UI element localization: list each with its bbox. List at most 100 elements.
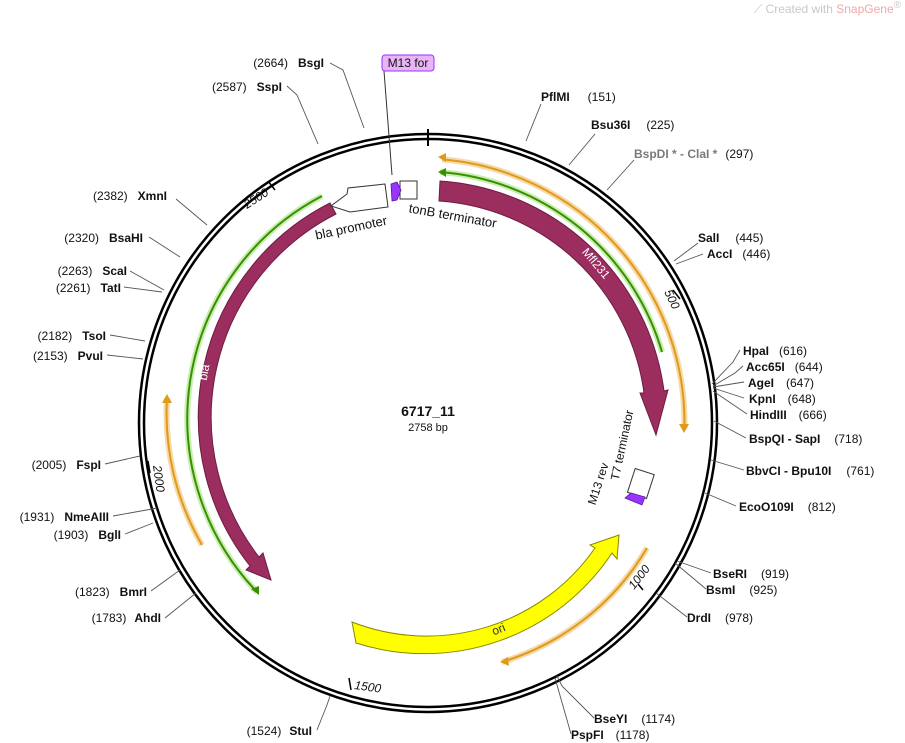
tick-mark-line xyxy=(267,180,276,191)
site-leader xyxy=(712,365,744,387)
site-label-bspqi-sapi: BspQI - SapI(718) xyxy=(749,432,862,446)
watermark-brand: SnapGene xyxy=(836,2,894,16)
site-leader xyxy=(106,354,144,360)
plasmid-length: 2758 bp xyxy=(408,422,448,434)
feature-bla-promoter xyxy=(329,183,389,213)
site-label-stui: (1524)StuI xyxy=(247,724,312,738)
orf-arrowhead xyxy=(500,657,509,666)
site-label-sspi: (2587)SspI xyxy=(212,80,282,94)
site-leaders xyxy=(104,62,748,735)
tick-marks: 500 1000 1500 2000 2500 xyxy=(147,180,683,696)
site-label-bsgi: (2664)BsgI xyxy=(253,56,324,70)
watermark-icon: ⟋ xyxy=(753,2,763,16)
site-leader xyxy=(655,592,688,618)
site-label-tati: (2261)TatI xyxy=(56,281,121,295)
site-label-bseyi: BseYI(1174) xyxy=(594,712,675,726)
site-leader xyxy=(316,695,331,731)
orf-mfl231-orange-line xyxy=(442,158,686,429)
tick-mark-line xyxy=(672,289,681,300)
site-labels: PflMI(151) Bsu36I(225) BspDI * - ClaI *(… xyxy=(20,56,875,742)
orf-arrowhead xyxy=(438,168,446,177)
site-label-bseri: BseRI(919) xyxy=(713,567,789,581)
site-leader xyxy=(712,381,745,388)
tick-label: 2000 xyxy=(150,463,168,493)
site-label-bsahi: (2320)BsaHI xyxy=(64,231,143,245)
site-leader xyxy=(164,592,197,619)
orf-bla-orange-line xyxy=(165,397,203,546)
tick-mark-line xyxy=(147,460,151,474)
feature-label-bla: bla xyxy=(196,363,213,382)
feature-label-t7-terminator: T7 terminator xyxy=(608,409,637,482)
orf-mfl231-green-line xyxy=(439,171,663,353)
site-label-acci: AccI(446) xyxy=(707,247,770,261)
primer-m13-for xyxy=(390,181,402,202)
site-label-pvui: (2153)PvuI xyxy=(33,349,103,363)
site-leader xyxy=(711,349,741,385)
site-label-bbvci-bpu10i: BbvCI - Bpu10I(761) xyxy=(746,464,874,478)
site-label-ahdi: (1783)AhdI xyxy=(92,611,161,625)
site-leader xyxy=(104,455,141,465)
site-label-tsoi: (2182)TsoI xyxy=(38,329,106,343)
tick-mark-line xyxy=(348,677,352,691)
site-label-scai: (2263)ScaI xyxy=(58,264,127,278)
site-label-bsmi: BsmI(925) xyxy=(706,583,777,597)
site-leader xyxy=(123,286,163,293)
site-leader xyxy=(712,390,748,415)
site-leader xyxy=(676,560,712,574)
tick-mark-line xyxy=(637,583,644,591)
site-leader xyxy=(175,198,208,226)
site-leader xyxy=(675,253,704,265)
site-leader xyxy=(674,562,707,590)
tick-label: 1500 xyxy=(354,678,383,696)
site-label-agei: AgeI(647) xyxy=(748,376,814,390)
site-leader xyxy=(109,334,146,342)
site-leader xyxy=(124,522,154,535)
site-label-pflmi: PflMI(151) xyxy=(541,90,616,104)
orf-arcs xyxy=(162,153,689,666)
feature-bla xyxy=(197,202,337,581)
site-leader xyxy=(525,103,542,142)
site-label-nmeaiii: (1931)NmeAIII xyxy=(20,510,109,524)
watermark-registered: ® xyxy=(893,0,901,11)
feature-label-ori: ori xyxy=(490,620,508,638)
site-label-xmni: (2382)XmnI xyxy=(93,189,167,203)
orf-bla-green-line xyxy=(186,195,323,593)
orf-arrowhead xyxy=(251,586,259,595)
site-leader xyxy=(704,492,737,507)
site-leader xyxy=(606,159,635,191)
site-leader xyxy=(673,242,699,262)
site-leader xyxy=(710,459,745,471)
orf-arrowhead xyxy=(162,394,172,403)
site-label-acc65i: Acc65I(644) xyxy=(746,360,823,374)
plasmid-name: 6717_11 xyxy=(401,403,455,419)
feature-label-m13-for: M13 for xyxy=(388,56,429,70)
site-leader xyxy=(112,507,158,517)
site-label-kpni: KpnI(648) xyxy=(749,392,816,406)
site-leader xyxy=(148,236,181,258)
primer-m13-rev xyxy=(624,492,646,506)
feature-label-m13-rev: M13 rev xyxy=(585,461,612,507)
site-label-bmri: (1823)BmrI xyxy=(75,585,147,599)
site-label-bsu36i: Bsu36I(225) xyxy=(591,118,674,132)
site-leader xyxy=(712,387,745,399)
site-label-ecoo109i: EcoO109I(812) xyxy=(739,500,836,514)
feature-tonb-terminator xyxy=(399,180,418,200)
site-leader xyxy=(568,133,596,166)
feature-mfl231 xyxy=(438,180,669,437)
site-label-pspfi: PspFI(1178) xyxy=(571,728,649,742)
primer-label-box-m13-for xyxy=(381,54,435,72)
feature-ori xyxy=(351,534,620,655)
site-leader xyxy=(286,85,319,145)
orf-ori-orange-line xyxy=(501,547,648,663)
site-leader xyxy=(329,62,365,129)
site-leader xyxy=(713,420,747,439)
site-label-bspdi-clai: BspDI * - ClaI *(297) xyxy=(634,147,753,161)
orf-arrowhead xyxy=(679,424,689,433)
site-label-hpai: HpaI(616) xyxy=(743,344,807,358)
orf-ori-orange xyxy=(501,546,650,665)
site-label-sali: SalI(445) xyxy=(698,231,763,245)
site-leader xyxy=(556,675,595,719)
snapgene-watermark: ⟋ Created with SnapGene® xyxy=(754,0,901,17)
site-leader xyxy=(129,270,165,291)
site-label-drdi: DrdI(978) xyxy=(687,611,753,625)
